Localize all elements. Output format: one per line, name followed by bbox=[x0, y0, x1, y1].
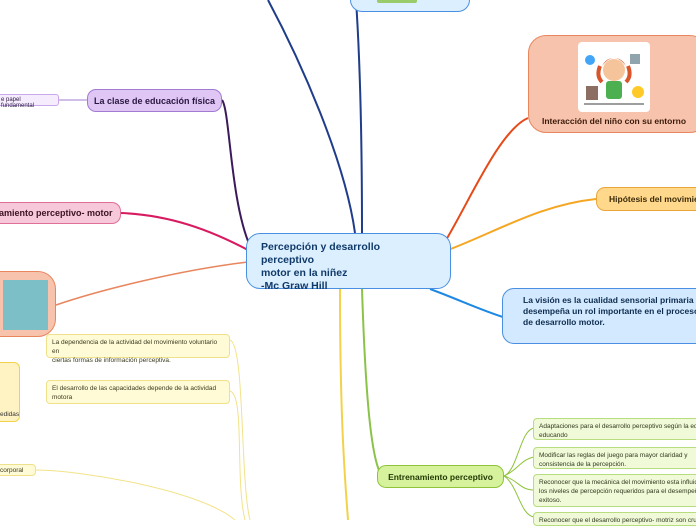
central-topic[interactable]: Percepción y desarrollo perceptivo motor… bbox=[246, 233, 451, 289]
leaf-line: ciertas formas de información perceptiva… bbox=[52, 356, 224, 365]
leaf-line: exitoso. bbox=[539, 496, 696, 505]
teal-image bbox=[3, 280, 48, 330]
leaf-line: Adaptaciones para el desarrollo percepti… bbox=[539, 422, 696, 431]
leaf-line: La dependencia de la actividad del movim… bbox=[52, 338, 224, 356]
topic-entrenamiento-perceptivo[interactable]: Entrenamiento perceptivo bbox=[377, 465, 504, 488]
topic-line: de desarrollo motor. bbox=[523, 317, 696, 328]
topic-entrenamiento-perceptivo-motor[interactable]: amiento perceptivo- motor bbox=[0, 202, 121, 224]
topic-label: La clase de educación física bbox=[94, 96, 215, 106]
leaf-line: Modificar las reglas del juego para mayo… bbox=[539, 451, 696, 460]
central-title-line2: motor en la niñez bbox=[261, 267, 436, 280]
leaf-line: educando bbox=[539, 431, 696, 440]
topic-line: La visión es la cualidad sensorial prima… bbox=[523, 295, 696, 306]
leaf-line: los niveles de percepción requeridos par… bbox=[539, 487, 696, 496]
leaf-line: Reconocer que la mecánica del movimiento… bbox=[539, 478, 696, 487]
central-title-line3: -Mc Graw Hill bbox=[261, 280, 436, 293]
topic-image-left[interactable] bbox=[0, 271, 56, 337]
leaf-line: motora bbox=[52, 393, 224, 402]
child-illustration-icon bbox=[578, 42, 650, 112]
subtopic-papel-fundamental[interactable]: e papel fundamental bbox=[0, 94, 59, 106]
leaf-line: Reconocer que el desarrollo perceptivo- … bbox=[539, 516, 696, 525]
fragment-corporal[interactable]: corporal bbox=[0, 464, 36, 476]
fragment-label: corporal bbox=[0, 467, 23, 474]
leaf-line: El desarrollo de las capacidades depende… bbox=[52, 384, 224, 393]
leaf-adaptaciones-edad[interactable]: Adaptaciones para el desarrollo percepti… bbox=[533, 418, 696, 440]
leaf-reconocer-desarrollo[interactable]: Reconocer que el desarrollo perceptivo- … bbox=[533, 512, 696, 526]
subtopic-label: e papel fundamental bbox=[1, 97, 34, 109]
fragment-medidas: edidas bbox=[0, 411, 19, 418]
top-partial-icon bbox=[377, 0, 417, 3]
topic-hipotesis-movimiento[interactable]: Hipótesis del movimie bbox=[596, 187, 696, 211]
top-partial-node[interactable] bbox=[350, 0, 470, 12]
leaf-modificar-reglas[interactable]: Modificar las reglas del juego para mayo… bbox=[533, 447, 696, 469]
topic-vision-cualidad-sensorial[interactable]: La visión es la cualidad sensorial prima… bbox=[502, 288, 696, 344]
topic-line: desempeña un rol importante en el proces… bbox=[523, 306, 696, 317]
leaf-dependencia-movimiento[interactable]: La dependencia de la actividad del movim… bbox=[46, 334, 230, 358]
leaf-desarrollo-capacidades[interactable]: El desarrollo de las capacidades depende… bbox=[46, 380, 230, 404]
topic-label: Hipótesis del movimie bbox=[609, 194, 696, 204]
topic-clase-educacion-fisica[interactable]: La clase de educación física bbox=[87, 89, 222, 112]
central-title-line1: Percepción y desarrollo perceptivo bbox=[261, 241, 436, 267]
topic-label: Interacción del niño con su entorno bbox=[529, 116, 696, 126]
topic-label: Entrenamiento perceptivo bbox=[388, 472, 493, 482]
leaf-line: consistencia de la percepción. bbox=[539, 460, 696, 469]
leaf-reconocer-mecanica[interactable]: Reconocer que la mecánica del movimiento… bbox=[533, 474, 696, 507]
topic-label: amiento perceptivo- motor bbox=[0, 208, 113, 218]
